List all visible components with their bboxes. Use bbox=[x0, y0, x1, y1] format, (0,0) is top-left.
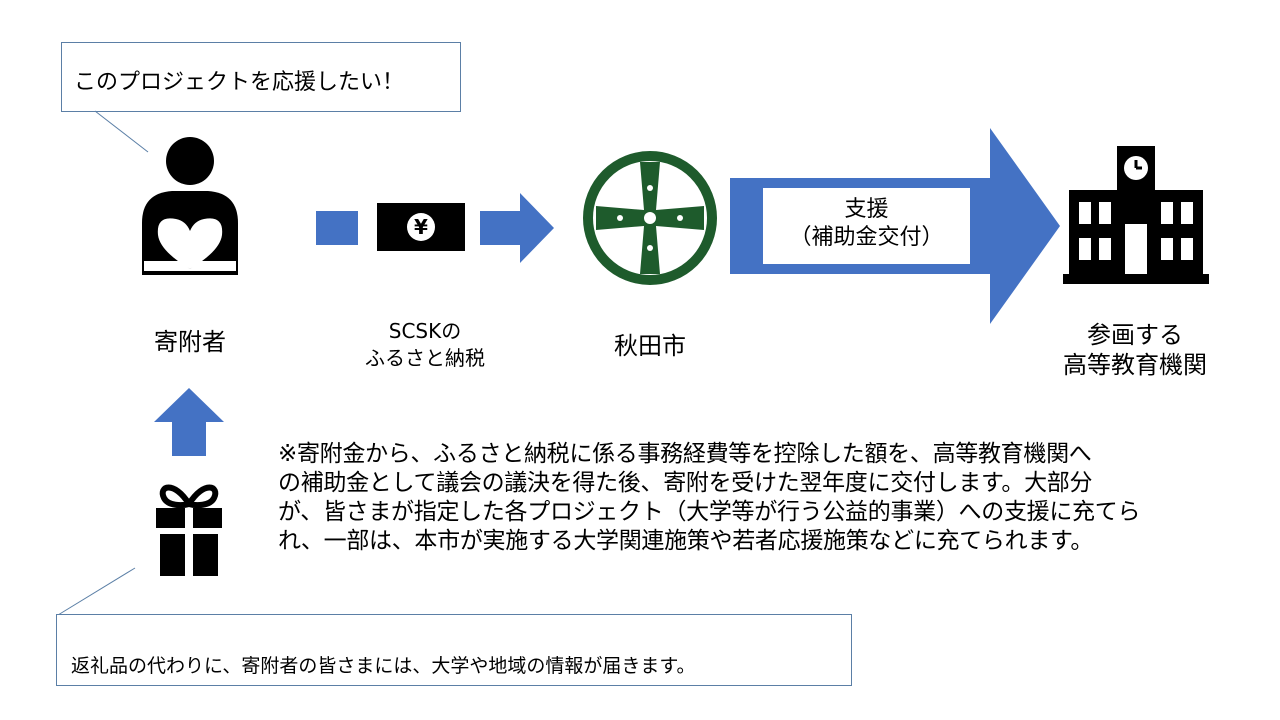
donor-icon bbox=[142, 137, 238, 275]
flow-arrow-segment-1 bbox=[316, 211, 358, 245]
note-line-3: が、皆さまが指定した各プロジェクト（大学等が行う公益的事業）への支援に充てら bbox=[278, 499, 1141, 525]
institution-label-line2: 高等教育機関 bbox=[1063, 351, 1207, 379]
note-line-4: れ、一部は、本市が実施する大学関連施策や若者応援施策などに充てられます。 bbox=[278, 528, 1094, 554]
scsk-label-line2: ふるさと納税 bbox=[365, 346, 485, 370]
support-box: 支援 （補助金交付） bbox=[763, 188, 970, 264]
institution-label-line1: 参画する bbox=[1087, 321, 1183, 349]
up-arrow bbox=[154, 388, 224, 456]
school-building-icon bbox=[1063, 146, 1209, 284]
note-line-2: の補助金として議会の議決を得た後、寄附を受けた翌年度に交付します。大部分 bbox=[278, 470, 1093, 496]
speech-bubble-top-text: このプロジェクトを応援したい！ bbox=[74, 70, 405, 95]
city-label: 秋田市 bbox=[614, 332, 686, 360]
speech-bubble-bottom-text: 返礼品の代わりに、寄附者の皆さまには、大学や地域の情報が届きます。 bbox=[71, 655, 696, 677]
flow-arrow-segment-2 bbox=[480, 193, 554, 263]
gift-icon bbox=[156, 484, 222, 576]
speech-bubble-bottom-tail bbox=[57, 567, 136, 616]
explanatory-note: ※寄附金から、ふるさと納税に係る事務経費等を控除した額を、高等教育機関へ の補助… bbox=[278, 440, 1218, 556]
yen-icon: ¥ bbox=[414, 215, 428, 239]
akita-city-emblem-icon bbox=[583, 151, 717, 285]
scsk-label-line1: SCSKの bbox=[388, 319, 462, 343]
support-box-line1: 支援 bbox=[844, 197, 889, 222]
support-box-line2: （補助金交付） bbox=[789, 225, 944, 250]
speech-bubble-top-tail bbox=[94, 110, 149, 153]
note-line-1: ※寄附金から、ふるさと納税に係る事務経費等を控除した額を、高等教育機関へ bbox=[278, 441, 1092, 467]
speech-bubble-bottom: 返礼品の代わりに、寄附者の皆さまには、大学や地域の情報が届きます。 bbox=[56, 614, 852, 686]
institution-label: 参画する 高等教育機関 bbox=[1030, 320, 1240, 380]
scsk-label: SCSKの ふるさと納税 bbox=[340, 318, 510, 372]
donor-label: 寄附者 bbox=[154, 328, 226, 356]
speech-bubble-top: このプロジェクトを応援したい！ bbox=[61, 42, 461, 112]
money-bill-icon: ¥ bbox=[377, 203, 465, 251]
